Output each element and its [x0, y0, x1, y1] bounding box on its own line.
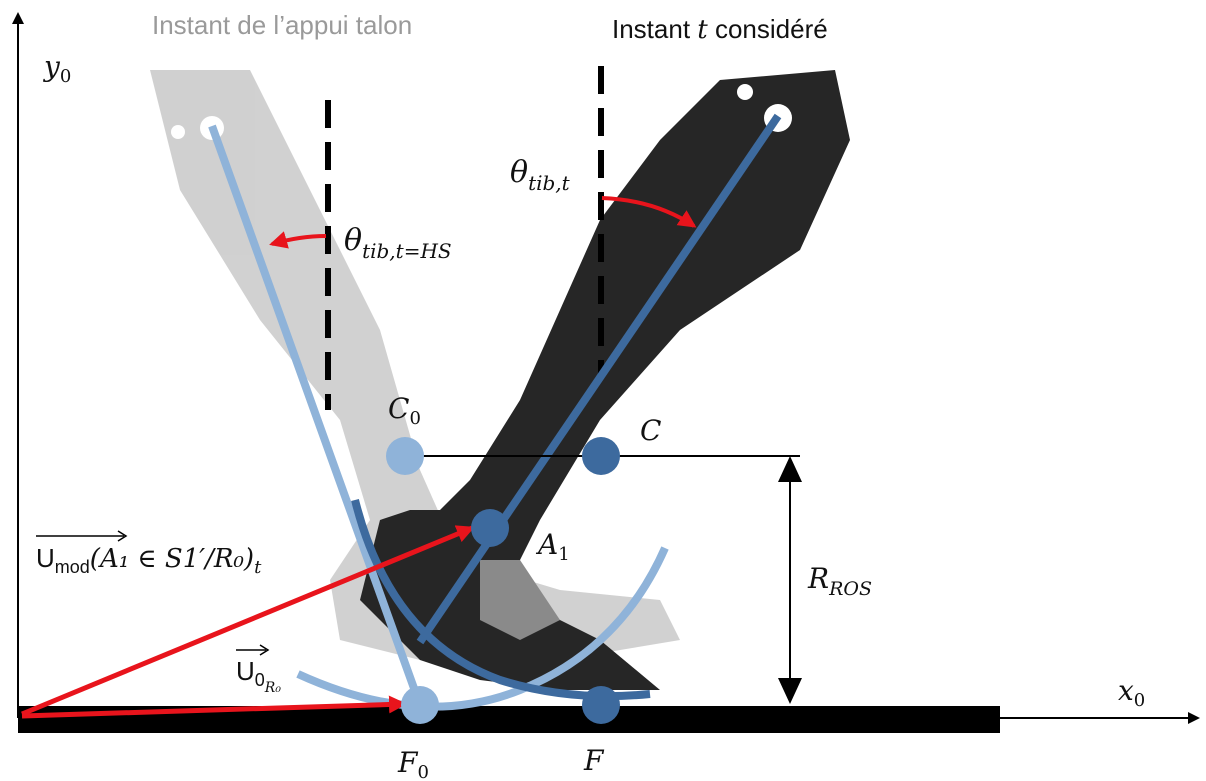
- point-f: [582, 686, 620, 724]
- r-ros-label: RROS: [807, 562, 872, 600]
- roll-over-shape-heel-strike: [296, 546, 669, 711]
- y-axis-label: y0: [42, 50, 71, 87]
- point-f0-label: F0: [397, 746, 429, 781]
- vector-u-0-label: U0R₀: [236, 644, 281, 696]
- theta-t-label: θtib,t: [510, 155, 571, 195]
- vector-u-mod: [21, 525, 475, 717]
- tibia-axis-current: [416, 113, 782, 645]
- theta-hs-label: θtib,t=HS: [344, 223, 452, 263]
- theta-hs-arrow: [269, 231, 327, 249]
- caption-current-instant: Instant t considéré: [612, 14, 828, 45]
- point-c0: [386, 437, 424, 475]
- caption-heel-strike: Instant de l’appui talon: [152, 10, 413, 40]
- vector-u-mod-label: Umod(A₁ ∈ S1′/R₀)t: [36, 530, 262, 578]
- point-f0: [401, 686, 439, 724]
- theta-t-arrow: [601, 196, 697, 228]
- caption-current-variable: t: [697, 15, 708, 45]
- x-axis-label: x0: [1118, 674, 1145, 711]
- caption-current-suffix: considéré: [707, 14, 828, 44]
- vector-u-0: [21, 695, 407, 719]
- svg-text:Umod(A₁ ∈ S1′/R₀)t: Umod(A₁ ∈ S1′/R₀)t: [36, 543, 262, 578]
- tibia-axis-heel-strike: [208, 124, 424, 707]
- point-a1: [471, 509, 509, 547]
- r-ros-arrow-bottom: [778, 678, 802, 704]
- r-ros-arrow-top: [778, 456, 802, 482]
- svg-text:U0R₀: U0R₀: [236, 656, 281, 696]
- point-c: [582, 437, 620, 475]
- point-f-label: F: [583, 744, 605, 777]
- point-c-label: C: [640, 414, 661, 447]
- caption-current-prefix: Instant: [612, 14, 698, 44]
- point-c0-label: C0: [388, 392, 421, 429]
- point-a1-label: A1: [535, 528, 570, 565]
